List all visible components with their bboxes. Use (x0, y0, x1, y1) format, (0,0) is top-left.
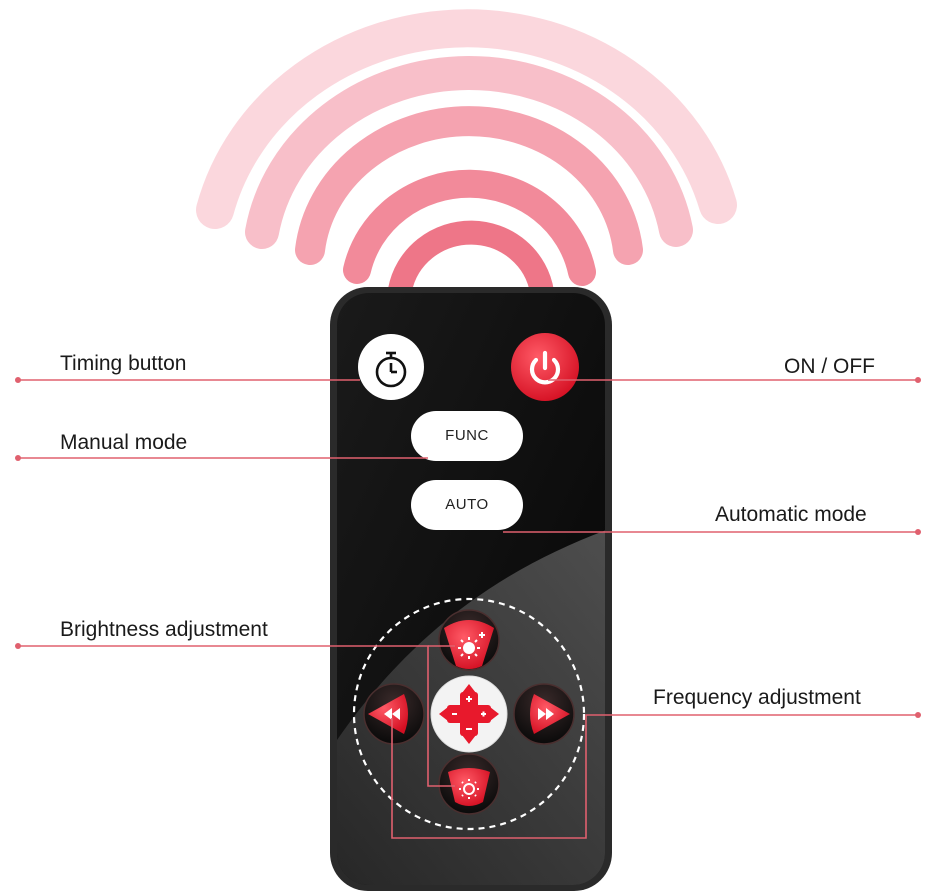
auto-label: AUTO (445, 496, 489, 513)
label-timing-button: Timing button (60, 352, 187, 375)
plus-minus-cross-icon (439, 684, 499, 744)
sun-down-icon (459, 779, 479, 799)
rewind-icon (384, 708, 400, 720)
dpad-ring (352, 597, 586, 831)
timing-button[interactable] (358, 334, 424, 400)
func-button[interactable] (411, 411, 523, 461)
signal-waves (196, 9, 737, 304)
fast-forward-button[interactable] (513, 683, 575, 745)
brightness-down-button[interactable] (438, 753, 500, 815)
stopwatch-icon (375, 351, 407, 388)
sun-up-icon (458, 632, 485, 659)
label-brightness-adjustment: Brightness adjustment (60, 618, 268, 641)
brightness-up-button[interactable] (438, 609, 500, 671)
power-button[interactable] (511, 333, 579, 401)
leader-lines (15, 377, 921, 839)
power-icon (529, 350, 561, 385)
label-automatic-mode: Automatic mode (715, 503, 867, 526)
auto-button[interactable] (411, 480, 523, 530)
func-label: FUNC (445, 427, 489, 444)
label-frequency-adjustment: Frequency adjustment (653, 686, 861, 709)
label-manual-mode: Manual mode (60, 431, 188, 454)
label-on-off: ON / OFF (784, 355, 875, 378)
rewind-button[interactable] (363, 683, 425, 745)
fast-forward-icon (538, 708, 554, 720)
remote-control (330, 287, 612, 891)
center-button[interactable] (430, 675, 508, 753)
